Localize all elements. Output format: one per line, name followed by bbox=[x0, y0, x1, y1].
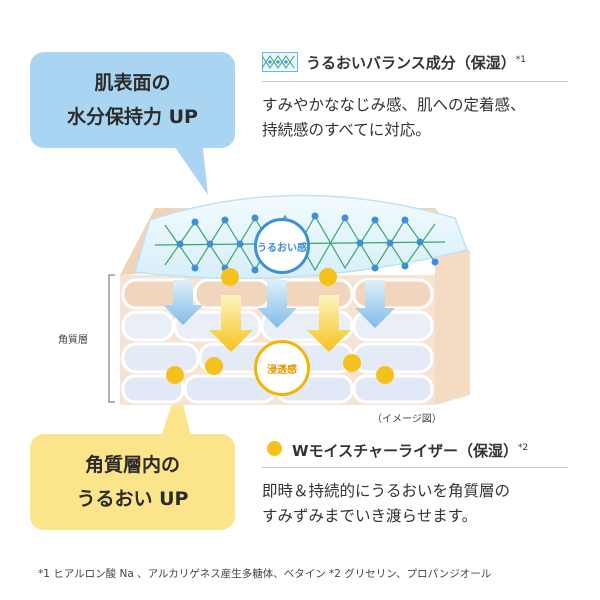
moisturizer-desc-line1: 即時＆持続的にうるおいを角質層の bbox=[262, 482, 511, 500]
moisturizer-heading: Wモイスチャーライザー（保湿）*2 bbox=[292, 440, 528, 461]
moisturizer-molecules bbox=[166, 268, 394, 384]
surface-callout-tail bbox=[170, 140, 208, 195]
penetration-arrows-blue bbox=[163, 280, 395, 328]
stratum-corneum-label: 角質層 bbox=[58, 335, 88, 346]
moisture-feel-label: うるおい感 bbox=[257, 242, 307, 254]
penetration-feel-badge: 浸透感 bbox=[254, 340, 310, 396]
balance-desc-line2: 持続感のすべてに対応。 bbox=[262, 121, 431, 139]
balance-divider bbox=[262, 81, 568, 82]
moisturizer-note-mark: *2 bbox=[517, 443, 529, 453]
moisturizer-desc-line2: すみずみまでいき渡らせます。 bbox=[262, 507, 478, 525]
penetration-feel-label: 浸透感 bbox=[267, 364, 297, 376]
inner-moisture-callout: 角質層内の うるおい UP bbox=[30, 434, 235, 530]
penetration-arrows-yellow bbox=[209, 295, 351, 352]
inner-callout-line1: 角質層内の bbox=[84, 454, 180, 476]
balance-desc-line1: すみやかななじみ感、肌への定着感、 bbox=[262, 96, 526, 114]
surface-moisture-callout: 肌表面の 水分保持力 UP bbox=[30, 52, 235, 148]
balance-description: すみやかななじみ感、肌への定着感、 持続感のすべてに対応。 bbox=[262, 93, 526, 143]
image-caption: （イメージ図） bbox=[372, 414, 442, 425]
mesh-icon bbox=[262, 52, 298, 72]
balance-note-mark: *1 bbox=[515, 55, 526, 65]
ingredient-footnote: *1 ヒアルロン酸 Na 、アルカリゲネス産生多糖体、ベタイン *2 グリセリン… bbox=[38, 568, 492, 580]
moisture-feel-badge: うるおい感 bbox=[254, 218, 310, 274]
balance-title: うるおいバランス成分（保湿） bbox=[306, 54, 516, 72]
moisturizer-description: 即時＆持続的にうるおいを角質層の すみずみまでいき渡らせます。 bbox=[262, 479, 510, 529]
surface-callout-line1: 肌表面の bbox=[94, 72, 171, 94]
yellow-dot-icon bbox=[267, 441, 282, 456]
moisturizer-title: Wモイスチャーライザー（保湿） bbox=[292, 442, 518, 460]
layer-bracket bbox=[108, 274, 115, 403]
block-right-face bbox=[435, 208, 470, 405]
moisturizer-divider bbox=[262, 467, 568, 468]
inner-callout-line2: うるおい UP bbox=[76, 488, 189, 510]
inner-callout-tail bbox=[160, 385, 192, 440]
balance-heading: うるおいバランス成分（保湿）*1 bbox=[306, 52, 526, 73]
surface-callout-line2: 水分保持力 UP bbox=[67, 106, 198, 128]
